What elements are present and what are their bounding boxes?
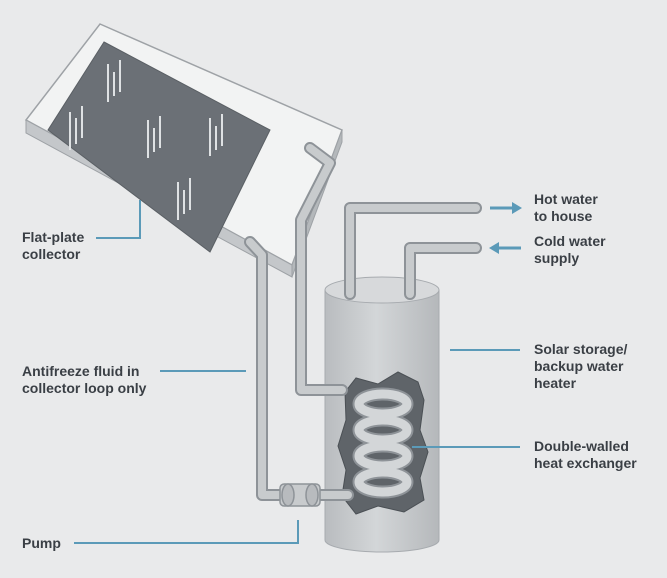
cold-water-label: Cold water supply [534, 233, 606, 266]
storage-label: Solar storage/ backup water heater [534, 341, 628, 391]
heat-exchanger-coil [352, 387, 414, 499]
collector-label: Flat-plate collector [22, 229, 85, 262]
pump-label: Pump [22, 535, 61, 551]
pipes [244, 142, 482, 501]
flow-arrows [489, 202, 522, 254]
leader-lines [74, 200, 520, 544]
antifreeze-label: Antifreeze fluid in collector loop only [22, 363, 147, 396]
glass-reflection-marks [69, 60, 223, 220]
hot-water-label: Hot water to house [534, 191, 598, 224]
pump [279, 483, 321, 507]
exchanger-label: Double-walled heat exchanger [534, 438, 637, 471]
